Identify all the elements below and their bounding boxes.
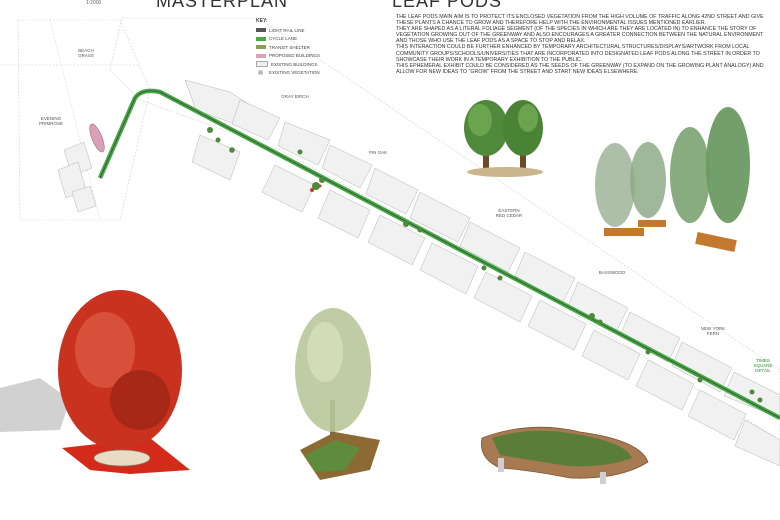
scale-label: 1:2000 (86, 0, 102, 6)
legend-swatch (256, 45, 266, 50)
existing-buildings (57, 79, 780, 467)
label-pin-oak: PIN OAK (368, 150, 388, 155)
legend-swatch (258, 70, 263, 76)
description-paragraph: THIS INTERACTION COULD BE FURTHER ENHANC… (396, 44, 760, 63)
description-paragraph: THIS EPHEMERAL EXHIBIT COULD BE CONSIDER… (396, 62, 764, 75)
legend: KEY: LIGHT RAIL LINE CYCLE LANE TRANSIT … (256, 18, 336, 77)
proposed-building (89, 123, 105, 153)
legend-item: CYCLE LANE (256, 35, 336, 44)
legend-label: TRANSIT SHELTER (269, 44, 310, 50)
legend-label: EXISTING BUILDINGS (271, 61, 318, 67)
legend-label: PROPOSED BUILDINGS (269, 53, 321, 59)
legend-label: EXISTING VEGETATION (269, 70, 320, 76)
leaf-pod-illustration (481, 426, 649, 484)
description-paragraph: THE LEAF PODS MAIN AIM IS TO PROTECT ITS… (396, 14, 764, 27)
label-evening-primrose: EVENING PRIMROSE (38, 116, 63, 126)
rail-line (99, 90, 780, 419)
street-corridor (109, 17, 780, 441)
legend-swatch (256, 53, 266, 58)
label-times-square-detail: TIMES SQUARE DETAIL (753, 358, 773, 373)
masterplan-heading: MASTERPLAN (156, 0, 289, 11)
tree-illustration-group (595, 107, 750, 253)
legend-item: PROPOSED BUILDINGS (256, 52, 336, 61)
cross-street (17, 19, 151, 221)
label-new-york-fern: NEW YORK FERN (700, 326, 726, 336)
vegetation-patches (207, 127, 763, 403)
legend-swatch (256, 28, 266, 33)
red-vegetation (310, 184, 322, 192)
legend-item: EXISTING VEGETATION (256, 69, 336, 78)
leaf-pods-heading: LEAF PODS (392, 0, 503, 11)
legend-swatch (256, 61, 268, 68)
legend-label: LIGHT RAIL LINE (269, 27, 305, 33)
tree-illustration-pair (464, 100, 543, 177)
legend-item: TRANSIT SHELTER (256, 43, 336, 52)
label-eastern-red-cedar: EASTERN RED CEDAR (495, 208, 523, 218)
legend-item: EXISTING BUILDINGS (256, 60, 336, 69)
label-beach-grass: BEACH GRASS (78, 48, 94, 58)
legend-item: LIGHT RAIL LINE (256, 26, 336, 35)
birch-tree-illustration (295, 308, 380, 480)
label-gray-birch: GRAY BIRCH (281, 94, 309, 99)
legend-title: KEY: (256, 18, 268, 24)
label-basswood: BASSWOOD (598, 270, 626, 275)
red-tree-illustration (0, 290, 190, 474)
legend-swatch (256, 36, 266, 41)
legend-label: CYCLE LANE (269, 36, 298, 42)
description-paragraph: THEY ARE SHAPED AS A LITERAL FOLIAGE SEG… (396, 26, 764, 45)
leaf-pods-description: THE LEAF PODS MAIN AIM IS TO PROTECT ITS… (396, 14, 766, 75)
